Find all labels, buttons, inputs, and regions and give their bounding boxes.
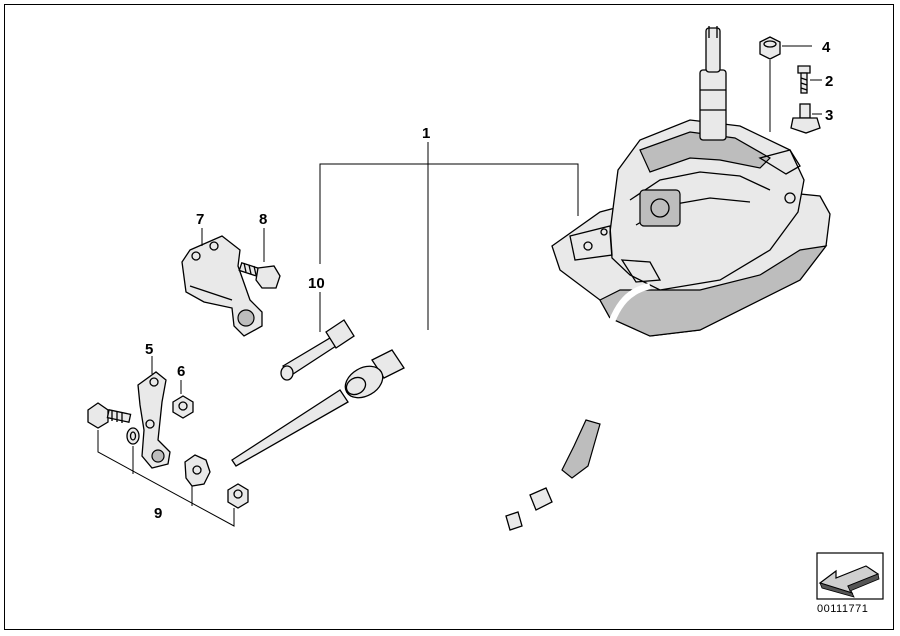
- callout-5: 5: [145, 341, 153, 358]
- callout-1: 1: [422, 125, 430, 142]
- gear-selector-housing: [551, 26, 831, 337]
- selector-cable-part-1: [231, 282, 651, 545]
- nut-part-4: [759, 36, 781, 60]
- callout-3: 3: [825, 107, 833, 124]
- callout-2: 2: [825, 73, 833, 90]
- hardware-set-part-9: [87, 402, 249, 509]
- diagram-frame: [4, 4, 894, 630]
- leader-lines: [97, 45, 822, 527]
- bolt-part-2: [797, 65, 811, 94]
- callout-6: 6: [177, 363, 185, 380]
- bolt-part-8: [238, 261, 281, 289]
- callout-9: 9: [154, 505, 162, 522]
- bracket-part-7: [181, 235, 263, 337]
- pin-part-10: [280, 319, 355, 381]
- stud-part-3: [790, 103, 821, 134]
- callout-4: 4: [822, 39, 831, 56]
- callout-10: 10: [308, 275, 325, 292]
- nut-part-6: [172, 395, 194, 419]
- callout-8: 8: [259, 211, 267, 228]
- orientation-arrow-icon: [816, 552, 884, 600]
- callout-7: 7: [196, 211, 204, 228]
- callouts: 1 2 3 4 5 6 7 8 9 10: [145, 39, 833, 522]
- catalog-number: 00111771: [817, 603, 869, 615]
- lever-part-5: [137, 371, 171, 469]
